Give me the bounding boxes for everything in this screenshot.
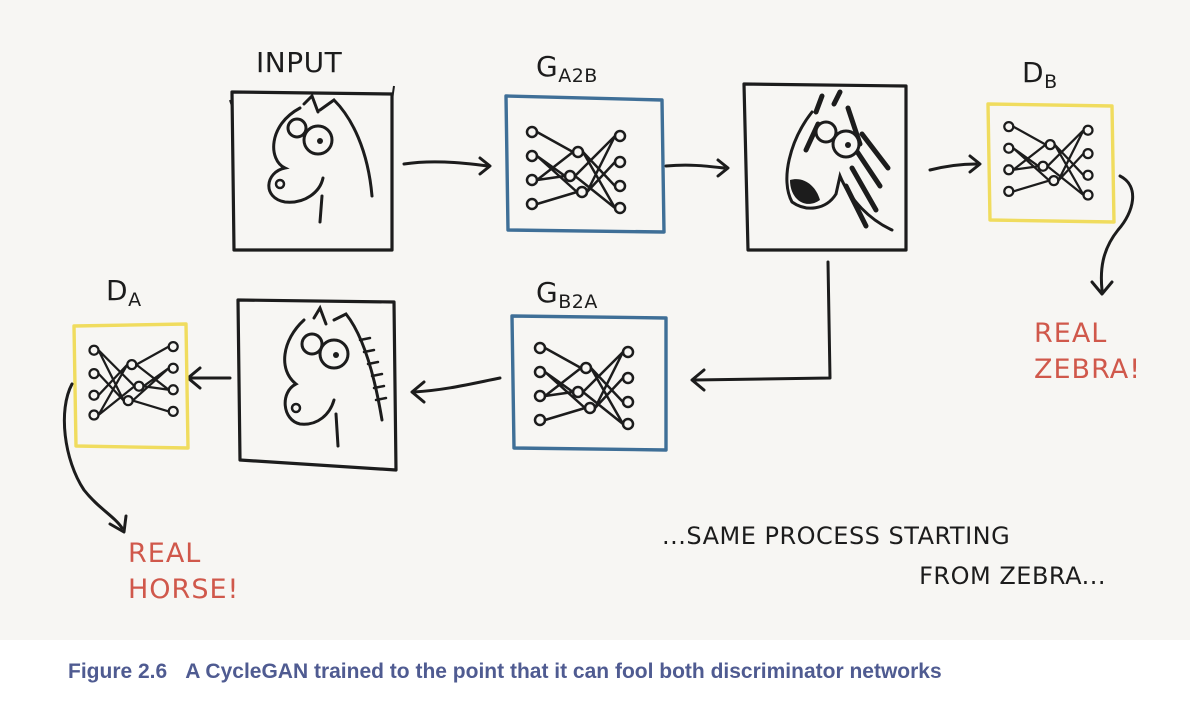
real-horse-line2: HORSE!	[128, 574, 239, 605]
g-a2b-label: GA2B	[536, 50, 598, 87]
arrow-disc-a-to-verdict	[62, 382, 128, 534]
generator-b2a-network-icon	[533, 341, 635, 431]
cyclegan-diagram: INPUT GA2B DB GB2A DA	[62, 46, 1141, 605]
g-a2b-main: G	[536, 50, 558, 83]
d-b-label: DB	[1022, 56, 1058, 93]
figure-caption-text: A CycleGAN trained to the point that it …	[185, 660, 942, 683]
d-b-main: D	[1022, 56, 1044, 89]
input-label: INPUT	[256, 46, 343, 79]
d-a-sub: A	[128, 289, 142, 311]
g-a2b-sub: A2B	[558, 65, 598, 87]
discriminator-a-panel	[72, 322, 190, 450]
discriminator-b-network-icon	[1003, 120, 1094, 201]
note-line1: ...SAME PROCESS STARTING	[662, 522, 1010, 550]
discriminator-b-panel	[986, 102, 1116, 224]
generator-a2b-network-icon	[525, 125, 627, 215]
discriminator-a-network-icon	[88, 340, 179, 421]
note-line2: FROM ZEBRA...	[919, 562, 1106, 590]
d-b-sub: B	[1044, 71, 1058, 93]
arrow-disc-b-to-verdict	[1090, 174, 1135, 296]
diagram-canvas: INPUT GA2B DB GB2A DA	[0, 0, 1190, 640]
g-b2a-label: GB2A	[536, 276, 598, 313]
arrow-gen-b2a-to-horse	[410, 376, 502, 404]
arrow-zebra-to-disc-b	[928, 154, 982, 174]
g-b2a-main: G	[536, 276, 558, 309]
figure-caption: Figure 2.6 A CycleGAN trained to the poin…	[68, 660, 1168, 684]
arrow-horse-to-disc-a	[186, 366, 232, 390]
arrow-input-to-gen	[402, 156, 492, 176]
reconstructed-horse-drawing	[283, 304, 388, 448]
real-zebra-line1: REAL	[1034, 318, 1107, 349]
reconstructed-horse-panel	[236, 298, 398, 472]
figure-number: Figure 2.6	[68, 660, 168, 683]
generator-b2a-panel	[510, 314, 668, 452]
real-horse-line1: REAL	[128, 538, 201, 569]
zebra-drawing	[785, 89, 894, 232]
arrow-zebra-to-gen-b2a	[690, 260, 832, 392]
input-horse-panel	[229, 85, 395, 252]
arrow-gen-to-zebra	[664, 158, 730, 178]
real-zebra-line2: ZEBRA!	[1034, 354, 1141, 385]
d-a-main: D	[106, 274, 128, 307]
generator-a2b-panel	[504, 94, 666, 234]
zebra-panel	[742, 82, 908, 252]
horse-drawing	[267, 93, 374, 224]
d-a-label: DA	[106, 274, 142, 311]
g-b2a-sub: B2A	[558, 291, 598, 313]
